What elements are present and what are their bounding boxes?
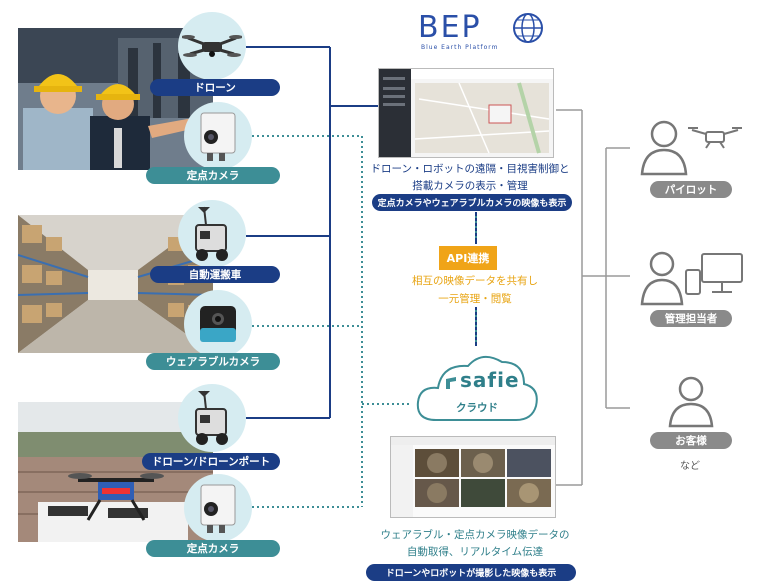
fixed-camera-icon (200, 484, 236, 533)
fixed-camera-circle (184, 102, 252, 170)
bep-tagline: Blue Earth Platform (421, 44, 499, 51)
drone-circle (178, 12, 246, 80)
safie-cloud-icon (416, 355, 538, 421)
workers-photo (18, 28, 213, 170)
fixed-camera-circle-2 (184, 474, 252, 542)
safie-viewer-screenshot (390, 436, 556, 518)
bep-caption-line2: 搭載カメラの表示・管理 (412, 180, 528, 192)
wearable-camera-circle (184, 290, 252, 358)
user-label-manager: 管理担当者 (650, 310, 732, 327)
user-label-customer: お客様 (650, 432, 732, 449)
wearable-camera-icon (200, 306, 236, 342)
robot-vehicle-icon (195, 206, 228, 261)
user-label-pilot: パイロット (650, 181, 732, 198)
globe-icon (513, 13, 543, 43)
safie-caption-line1: ウェアラブル・定点カメラ映像データの (380, 529, 570, 541)
drone-port-robot-icon (195, 390, 228, 445)
device-label-drone: ドローン (150, 79, 280, 96)
safie-caption-line2: 自動取得、リアルタイム伝達 (406, 546, 544, 558)
fixed-camera-icon (200, 112, 236, 161)
safie-mark-icon (446, 377, 456, 389)
safie-badge: ドローンやロボットが撮影した映像も表示 (366, 564, 576, 581)
device-label-fixed-camera-1: 定点カメラ (146, 167, 280, 184)
bep-logo-text: BEP (418, 10, 482, 45)
drone-port-photo (18, 402, 213, 542)
bep-dashboard-screenshot (378, 68, 554, 158)
drone-port-robot-circle (178, 384, 246, 452)
bep-caption-line1: ドローン・ロボットの遠隔・目視害制御と (370, 163, 570, 175)
pilot-user-icon (640, 120, 742, 176)
device-label-robot-vehicle: 自動運搬車 (150, 266, 280, 283)
api-integration-badge: API連携 (439, 246, 497, 270)
drone-icon (182, 35, 242, 57)
safie-logo: safie (460, 368, 520, 392)
bep-badge: 定点カメラやウェアラブルカメラの映像も表示 (372, 194, 572, 211)
robot-vehicle-circle (178, 200, 246, 268)
device-label-fixed-camera-2: 定点カメラ (146, 540, 280, 557)
safie-cloud-label: クラウド (456, 402, 498, 414)
api-caption-line1: 相互の映像データを共有し (412, 275, 538, 287)
manager-user-icon (640, 251, 743, 306)
users-more-text: など (680, 461, 700, 472)
api-caption-line2: 一元管理・閲覧 (438, 293, 512, 305)
device-label-wearable-camera: ウェアラブルカメラ (146, 353, 280, 370)
device-label-drone-port: ドローン/ドローンポート (142, 453, 280, 470)
customer-user-icon (668, 376, 714, 428)
